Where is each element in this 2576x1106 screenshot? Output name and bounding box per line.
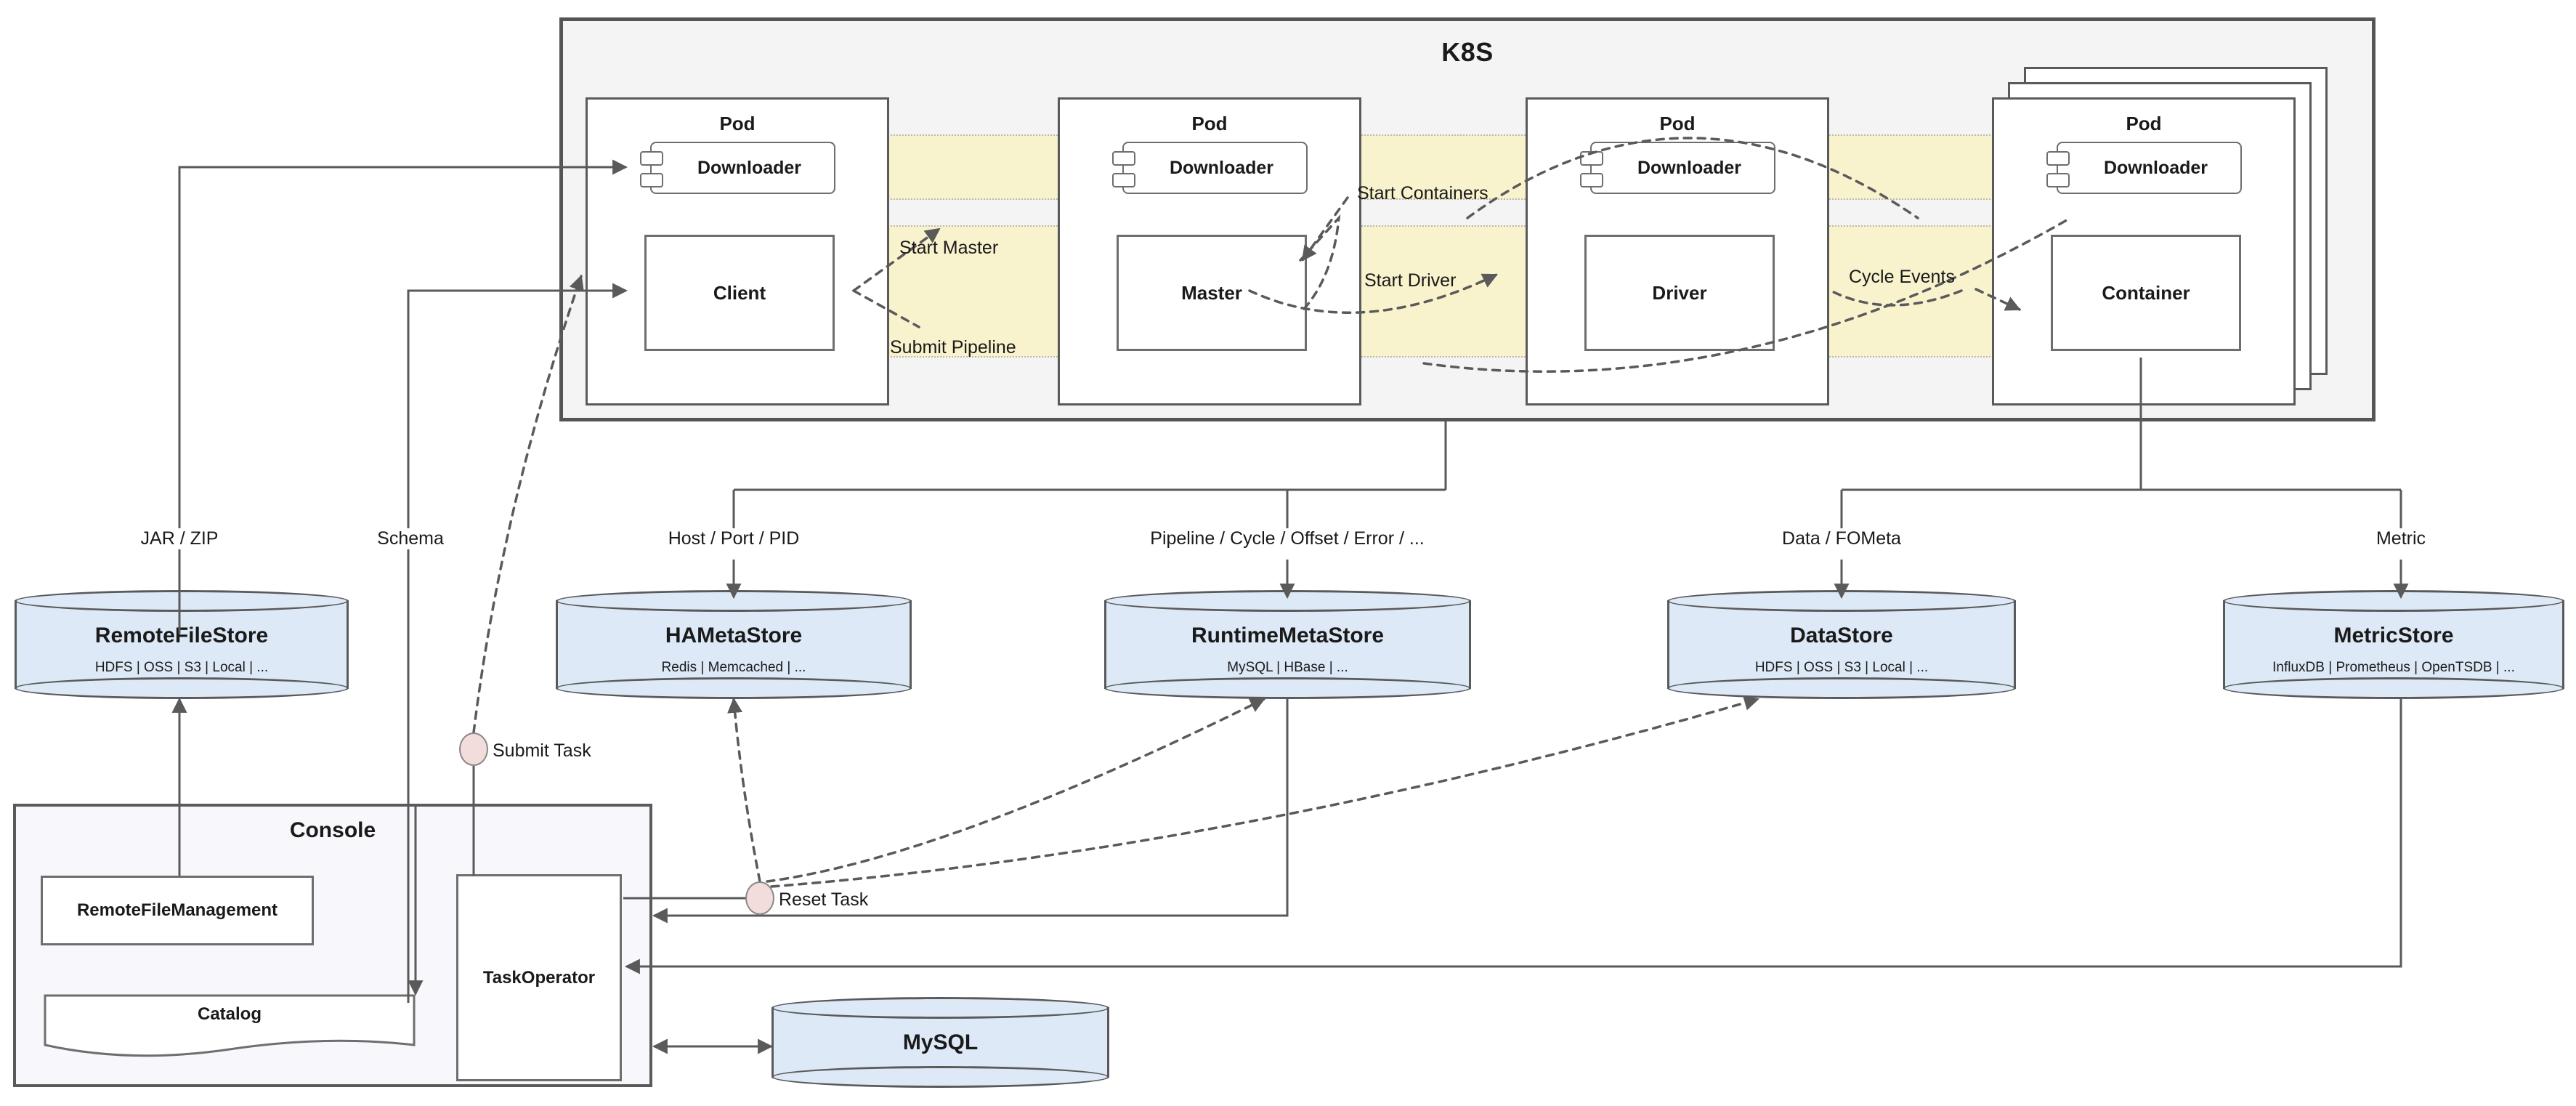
downloader-label: Downloader [1637, 157, 1742, 178]
submit-task-label: Submit Task [493, 740, 591, 761]
edge-label-host-port-pid: Host / Port / PID [663, 528, 804, 549]
component-nub-icon [2046, 151, 2070, 166]
flow-reset-to-datastore [770, 695, 1760, 888]
store-backends: MySQL | HBase | ... [1227, 660, 1348, 675]
component-nub-icon [2046, 173, 2070, 187]
store-datastore[interactable]: DataStore HDFS | OSS | S3 | Local | ... [1667, 590, 2016, 699]
store-name: MetricStore [2333, 623, 2454, 647]
database-mysql[interactable]: MySQL [771, 997, 1109, 1088]
pod-container[interactable]: Pod Downloader Container [1992, 97, 2296, 405]
role-driver[interactable]: Driver [1584, 235, 1775, 351]
role-client[interactable]: Client [644, 235, 835, 351]
component-nub-icon [640, 173, 663, 187]
cylinder-body [1104, 600, 1471, 689]
flow-label-cycle-events: Cycle Events [1849, 267, 1955, 287]
edge-label-data-fometa: Data / FOMeta [1778, 528, 1905, 549]
cylinder-body [2223, 600, 2564, 689]
store-backends: InfluxDB | Prometheus | OpenTSDB | ... [2272, 660, 2515, 675]
cylinder-bottom-cap [2223, 677, 2564, 699]
wire-runtimemeta-to-console [652, 699, 1289, 924]
store-backends: Redis | Memcached | ... [661, 660, 806, 675]
store-backends: HDFS | OSS | S3 | Local | ... [1754, 660, 1929, 675]
pod-client[interactable]: Pod Downloader Client [586, 97, 889, 405]
cylinder-body [1667, 600, 2016, 689]
flow-reset-to-hametastore [727, 697, 761, 883]
pod-master[interactable]: Pod Downloader Master [1058, 97, 1361, 405]
downloader-component[interactable]: Downloader [1580, 142, 1775, 194]
store-metricstore[interactable]: MetricStore InfluxDB | Prometheus | Open… [2223, 590, 2564, 699]
reset-task-label: Reset Task [779, 889, 869, 910]
downloader-component[interactable]: Downloader [640, 142, 835, 194]
downloader-label: Downloader [2103, 157, 2208, 178]
store-name: DataStore [1790, 623, 1893, 647]
flow-label-start-master: Start Master [899, 238, 999, 258]
pod-title: Pod [1659, 113, 1696, 134]
pod-title: Pod [2126, 113, 2162, 134]
task-operator-box[interactable]: TaskOperator [456, 874, 622, 1081]
store-hametastore[interactable]: HAMetaStore Redis | Memcached | ... [556, 590, 912, 699]
role-container[interactable]: Container [2051, 235, 2241, 351]
edge-label-metric: Metric [2371, 528, 2431, 549]
role-master[interactable]: Master [1117, 235, 1307, 351]
k8s-title: K8S [1441, 37, 1494, 67]
downloader-component[interactable]: Downloader [2046, 142, 2242, 194]
store-backends: HDFS | OSS | S3 | Local | ... [94, 660, 269, 675]
cylinder-top-cap [771, 997, 1109, 1019]
component-nub-icon [640, 151, 663, 166]
edge-label-jar-zip: JAR / ZIP [136, 528, 223, 549]
task-operator-label: TaskOperator [482, 967, 596, 988]
edge-label-pipeline-cycle: Pipeline / Cycle / Offset / Error / ... [1146, 528, 1429, 549]
catalog-label: Catalog [197, 1004, 262, 1024]
catalog-shape [44, 994, 416, 1057]
reset-task-junction[interactable] [745, 881, 774, 915]
downloader-label: Downloader [1169, 157, 1274, 178]
store-name: HAMetaStore [665, 623, 803, 647]
downloader-label: Downloader [697, 157, 802, 178]
pod-title: Pod [1191, 113, 1228, 134]
store-name: RemoteFileStore [94, 623, 269, 647]
store-remotefilestore[interactable]: RemoteFileStore HDFS | OSS | S3 | Local … [15, 590, 349, 699]
catalog-box[interactable]: Catalog [44, 994, 416, 1058]
cylinder-bottom-cap [771, 1066, 1109, 1088]
flow-label-submit-pipeline: Submit Pipeline [890, 337, 1016, 358]
wire-metricstore-to-taskoperator [624, 699, 2402, 974]
downloader-lane [614, 134, 2267, 200]
store-name: RuntimeMetaStore [1191, 623, 1385, 647]
database-name: MySQL [902, 1030, 979, 1054]
pod-title: Pod [719, 113, 756, 134]
store-runtimemetastore[interactable]: RuntimeMetaStore MySQL | HBase | ... [1104, 590, 1471, 699]
flow-label-start-containers: Start Containers [1357, 183, 1489, 203]
component-nub-icon [1112, 151, 1135, 166]
component-nub-icon [1112, 173, 1135, 187]
edge-label-schema: Schema [373, 528, 448, 549]
remote-file-management-box[interactable]: RemoteFileManagement [41, 876, 314, 945]
submit-task-junction[interactable] [459, 732, 488, 766]
flow-label-start-driver: Start Driver [1364, 270, 1457, 291]
pod-driver[interactable]: Pod Downloader Driver [1526, 97, 1829, 405]
console-title: Console [289, 818, 376, 842]
flow-reset-to-runtimemetastore [766, 698, 1265, 883]
cylinder-bottom-cap [1667, 677, 2016, 699]
downloader-component[interactable]: Downloader [1112, 142, 1308, 194]
